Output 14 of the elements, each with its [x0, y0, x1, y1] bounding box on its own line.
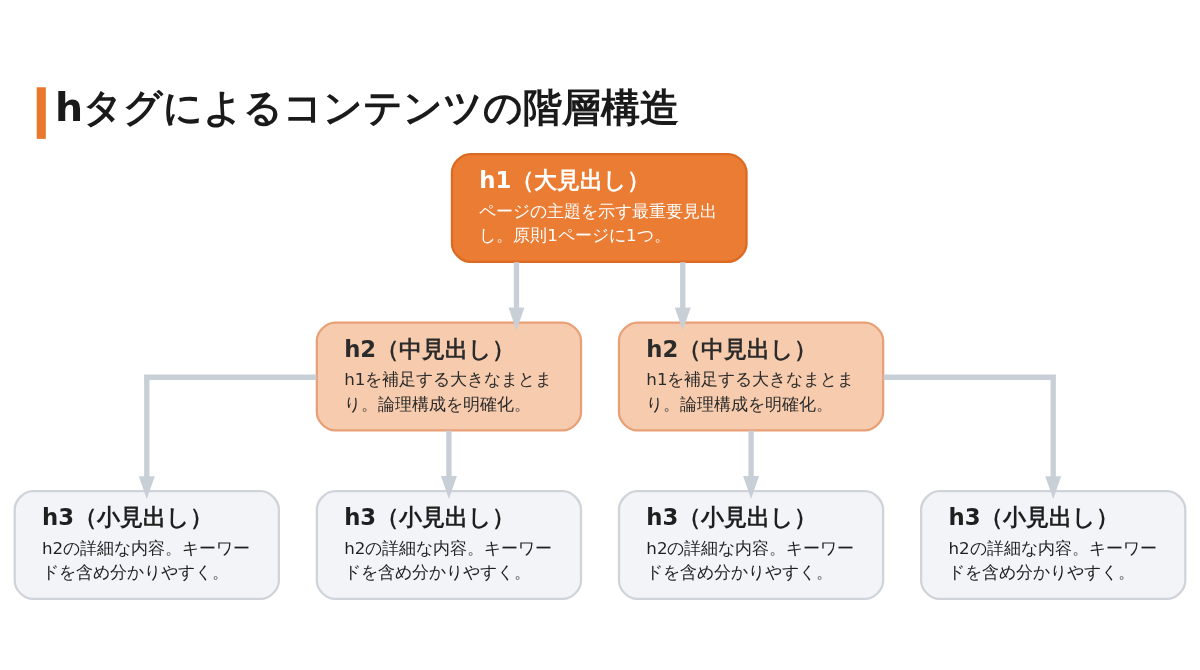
diagram-title: hタグによるコンテンツの階層構造	[54, 83, 680, 130]
arrow	[674, 261, 691, 330]
node-box: h1（大見出し） ページの主題を示す最重要見出し。原則1ページに1つ。	[450, 152, 748, 263]
node-box: h2（中見出し） h1を補足する大きなまとまり。論理構成を明確化。	[315, 320, 583, 432]
arrow	[440, 430, 457, 499]
arrow	[743, 430, 760, 499]
arrow	[508, 261, 525, 330]
node-box: h3（小見出し） h2の詳細な内容。キーワードを含め分かりやすく。	[315, 489, 583, 600]
node-box: h3（小見出し） h2の詳細な内容。キーワードを含め分かりやすく。	[13, 489, 280, 600]
arrow	[138, 374, 317, 499]
arrow	[883, 374, 1062, 499]
node-box: h3（小見出し） h2の詳細な内容。キーワードを含め分かりやすく。	[617, 489, 885, 600]
node-box: h2（中見出し） h1を補足する大きなまとまり。論理構成を明確化。	[617, 320, 885, 432]
node-box: h3（小見出し） h2の詳細な内容。キーワードを含め分かりやすく。	[920, 489, 1187, 600]
